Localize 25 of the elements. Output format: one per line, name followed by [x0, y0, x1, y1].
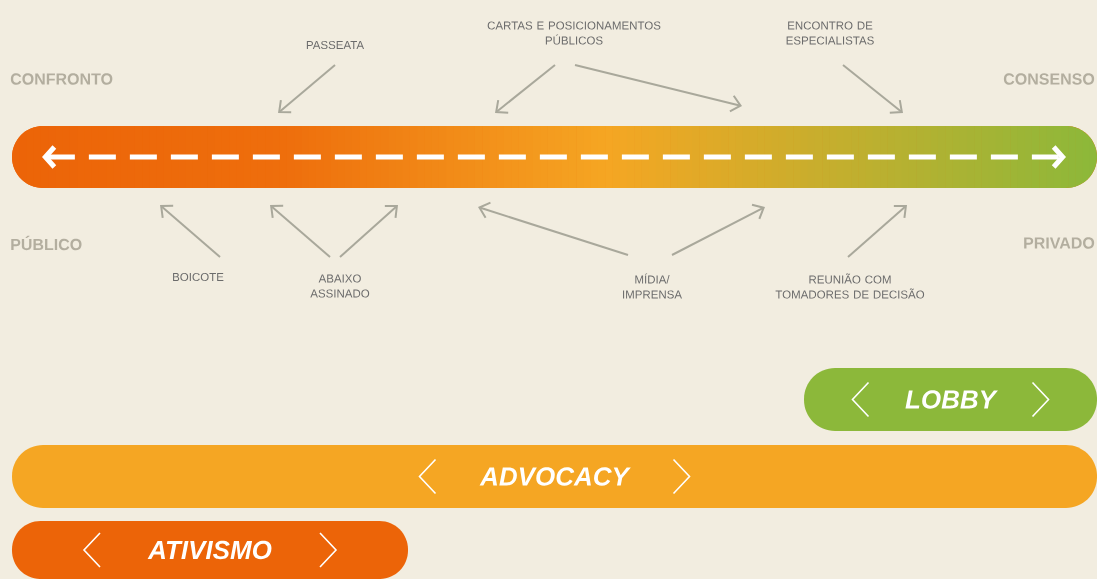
arrow [574, 64, 742, 113]
gradient-bar [12, 126, 1097, 188]
side-label: PRIVADO [1024, 237, 1095, 249]
side-label: PÚBLICO [11, 235, 82, 251]
action-label: CARTAS E POSICIONAMENTOS PÚBLICOS [487, 21, 661, 45]
action-label: REUNIÃO COM TOMADORES DE DECISÃO [775, 273, 925, 299]
arrow [160, 204, 221, 258]
action-label: MÍDIA/ IMPRENSA [623, 273, 682, 299]
action-label: ENCONTRO DE ESPECIALISTAS [786, 21, 874, 45]
category-pill: ADVOCACY [12, 445, 1097, 508]
arrow [278, 64, 336, 114]
side-label: CONFRONTO [10, 73, 113, 85]
action-label: BOICOTE [173, 272, 224, 282]
arrow [671, 203, 765, 256]
arrow [478, 201, 629, 256]
action-label: PASSEATA [306, 40, 365, 50]
arrow [270, 204, 331, 258]
category-pill: LOBBY [804, 368, 1097, 431]
arrow [339, 205, 398, 258]
arrow [847, 204, 907, 258]
side-label: CONSENSO [1003, 73, 1095, 85]
arrow [842, 64, 903, 114]
category-pill: ATIVISMO [12, 521, 408, 579]
arrow [495, 64, 556, 114]
action-label: ABAIXO ASSINADO [310, 274, 370, 298]
